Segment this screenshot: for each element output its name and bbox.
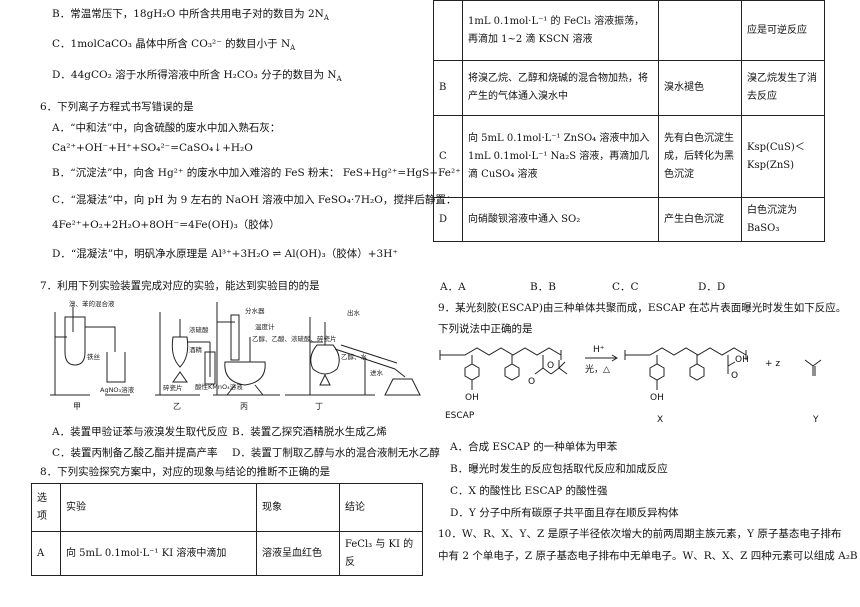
left-column: B．常温常压下，18gH₂O 中所含共用电子对的数目为 2NA C．1molCa… (31, 8, 461, 576)
row-c-experiment: 向 5mL 0.1mol·L⁻¹ ZnSO₄ 溶液中加入 1mL 0.1mol·… (462, 115, 659, 198)
q5-option-b: B．常温常压下，18gH₂O 中所含共用电子对的数目为 2NA (52, 8, 329, 23)
q8-option-d: D．D (698, 281, 726, 293)
label-alcohol: 酒精 (189, 345, 203, 354)
q8-table-part1: 选项 实验 现象 结论 A 向 5mL 0.1mol·L⁻¹ KI 溶液中滴加 … (31, 483, 423, 576)
header-option: 选项 (31, 483, 61, 532)
caption-yi: 乙 (173, 402, 181, 411)
svg-text:O: O (731, 371, 738, 381)
row-a-cont-conclusion: 应是可逆反应 (741, 0, 825, 61)
row-a-phenomenon: 溶液呈血红色 (256, 531, 340, 576)
label-water-in: 进水 (370, 368, 384, 377)
q10-line-1: 10．W、R、X、Y、Z 是原子半径依次增大的前两周期主族元素，Y 原子基态电子… (438, 528, 842, 540)
q6-option-a-equation: Ca²⁺+OH⁻+H⁺+SO₄²⁻=CaSO₄↓+H₂O (52, 142, 253, 154)
label-conc-sulfuric: 浓硫酸 (189, 325, 209, 334)
row-b-phenomenon: 溴水褪色 (658, 60, 742, 116)
avogadro-subscript: A (290, 44, 296, 53)
q9-stem: 9．某光刻胶(ESCAP)由三种单体共聚而成，ESCAP 在芯片表面曝光时发生如… (438, 302, 847, 314)
avogadro-subscript: A (323, 14, 329, 23)
row-b-option: B (433, 60, 463, 116)
label-water-out: 出水 (347, 308, 361, 317)
q6-option-c-equation: 4Fe²⁺+O₂+2H₂O+8OH⁻=4Fe(OH)₃（胶体） (52, 219, 280, 231)
label-y: Y (812, 415, 819, 425)
row-a-conclusion: FeCl₃ 与 KI 的反 (339, 531, 423, 576)
row-b-conclusion: 溴乙烷发生了消去反应 (741, 60, 825, 116)
row-b-experiment: 将溴乙烷、乙醇和烧碱的混合物加热，将产生的气体通入溴水中 (462, 60, 659, 116)
header-conclusion: 结论 (339, 483, 423, 532)
q7-option-b: B．装置乙探究酒精脱水生成乙烯 (232, 426, 387, 438)
q9-option-c: C．X 的酸性比 ESCAP 的酸性强 (450, 485, 608, 497)
q8-stem: 8．下列实验探究方案中，对应的现象与结论的推断不正确的是 (40, 466, 331, 478)
q8-option-b: B．B (530, 281, 556, 293)
row-d-experiment: 向硝酸钡溶液中通入 SO₂ (462, 197, 659, 242)
row-a-cont-phenomenon (658, 0, 742, 61)
q9-option-a: A．合成 ESCAP 的一种单体为甲苯 (450, 441, 618, 453)
row-a-experiment: 向 5mL 0.1mol·L⁻¹ KI 溶液中滴加 (60, 531, 257, 576)
row-a-cont-option (433, 0, 463, 61)
q8-option-a: A．A (440, 281, 466, 293)
svg-text:OH: OH (735, 355, 749, 365)
condition-light-heat: 光，△ (585, 363, 610, 375)
q9-option-d: D．Y 分子中所有碳原子共平面且存在顺反异构体 (450, 507, 679, 519)
row-d-phenomenon: 产生白色沉淀 (658, 197, 742, 242)
caption-bing: 丙 (240, 402, 248, 411)
q9-option-b: B．曝光时发生的反应包括取代反应和加成反应 (450, 463, 668, 475)
q10-line-2: 中有 2 个单电子，Z 原子基态电子排布中无单电子。W、R、X、Z 四种元素可以… (438, 550, 858, 562)
q7-option-d: D．装置丁制取乙醇与水的混合液制无水乙醇 (232, 447, 440, 459)
q6-option-a: A．“中和法”中，向含硫酸的废水中加入熟石灰： (52, 122, 281, 134)
q5-option-d: D．44gCO₂ 溶于水所得溶液中所含 H₂CO₃ 分子的数目为 NA (52, 69, 342, 84)
header-experiment: 实验 (60, 483, 257, 532)
right-column: 1mL 0.1mol·L⁻¹ 的 FeCl₃ 溶液振荡，再滴加 1~2 滴 KS… (430, 0, 860, 607)
label-thermometer: 温度计 (255, 322, 275, 331)
row-c-conclusion: Ksp(CuS)＜Ksp(ZnS) (741, 115, 825, 198)
label-ethanol-water: 乙醇、水 (341, 352, 368, 361)
row-a-cont-experiment: 1mL 0.1mol·L⁻¹ 的 FeCl₃ 溶液振荡，再滴加 1~2 滴 KS… (462, 0, 659, 61)
q7-option-a: A．装置甲验证苯与液溴发生取代反应 (52, 426, 228, 438)
svg-text:OH: OH (650, 393, 664, 403)
label-reagents-bing: 乙醇、乙酸、浓硫酸、碎瓷片 (252, 334, 337, 343)
q8-table-part2: 1mL 0.1mol·L⁻¹ 的 FeCl₃ 溶液振荡，再滴加 1~2 滴 KS… (433, 0, 825, 242)
q9-stem-2: 下列说法中正确的是 (438, 323, 533, 335)
plus-z: + z (765, 359, 780, 369)
row-d-conclusion: 白色沉淀为 BaSO₃ (741, 197, 825, 242)
q8-option-c: C．C (612, 281, 639, 293)
header-phenomenon: 现象 (256, 483, 340, 532)
label-iron-wire: 铁丝 (87, 352, 101, 361)
row-c-option: C (433, 115, 463, 198)
q7-stem: 7．利用下列实验装置完成对应的实验，能达到实验目的的是 (40, 280, 320, 292)
q5-option-c: C．1molCaCO₃ 晶体中所含 CO₃²⁻ 的数目小于 NA (52, 38, 296, 53)
q7-apparatus-figure: 溴、苯的混合液 铁丝 AgNO₃溶液 浓硫酸 酒精 酸性KMnO₄溶液 碎瓷片 … (50, 299, 421, 411)
avogadro-subscript: A (336, 75, 342, 84)
label-agno3: AgNO₃溶液 (100, 385, 135, 394)
q9-reaction-scheme: OH OH OH O O O H⁺ 光，△ + z ESCAP X Y (439, 345, 822, 425)
label-water-separator: 分水器 (245, 306, 265, 315)
svg-text:O: O (528, 377, 535, 387)
q6-option-d: D．“混凝法”中，明矾净水原理是 Al³⁺+3H₂O ⇌ Al(OH)₃（胶体）… (52, 248, 398, 260)
row-a-option: A (31, 531, 61, 576)
label-escap: ESCAP (445, 411, 475, 421)
q6-stem: 6．下列离子方程式书写错误的是 (40, 101, 194, 113)
q7-option-c: C．装置丙制备乙酸乙酯并提高产率 (52, 447, 218, 459)
row-d-option: D (433, 197, 463, 242)
condition-acid: H⁺ (593, 345, 605, 355)
caption-ding: 丁 (315, 402, 323, 411)
q6-option-b: B．“沉淀法”中，向含 Hg²⁺ 的废水中加入难溶的 FeS 粉末： FeS+H… (52, 167, 461, 179)
label-x: X (657, 415, 663, 425)
svg-text:O: O (547, 361, 554, 371)
label-kmno4: 酸性KMnO₄溶液 (195, 382, 243, 391)
label-porcelain-yi: 碎瓷片 (163, 383, 183, 392)
row-c-phenomenon: 先有白色沉淀生成，后转化为黑色沉淀 (658, 115, 742, 198)
q6-option-c: C．“混凝法”中，向 pH 为 9 左右的 NaOH 溶液中加入 FeSO₄·7… (52, 194, 457, 206)
caption-jia: 甲 (73, 402, 81, 411)
svg-text:OH: OH (465, 393, 479, 403)
label-bromine-benzene: 溴、苯的混合液 (69, 299, 115, 308)
